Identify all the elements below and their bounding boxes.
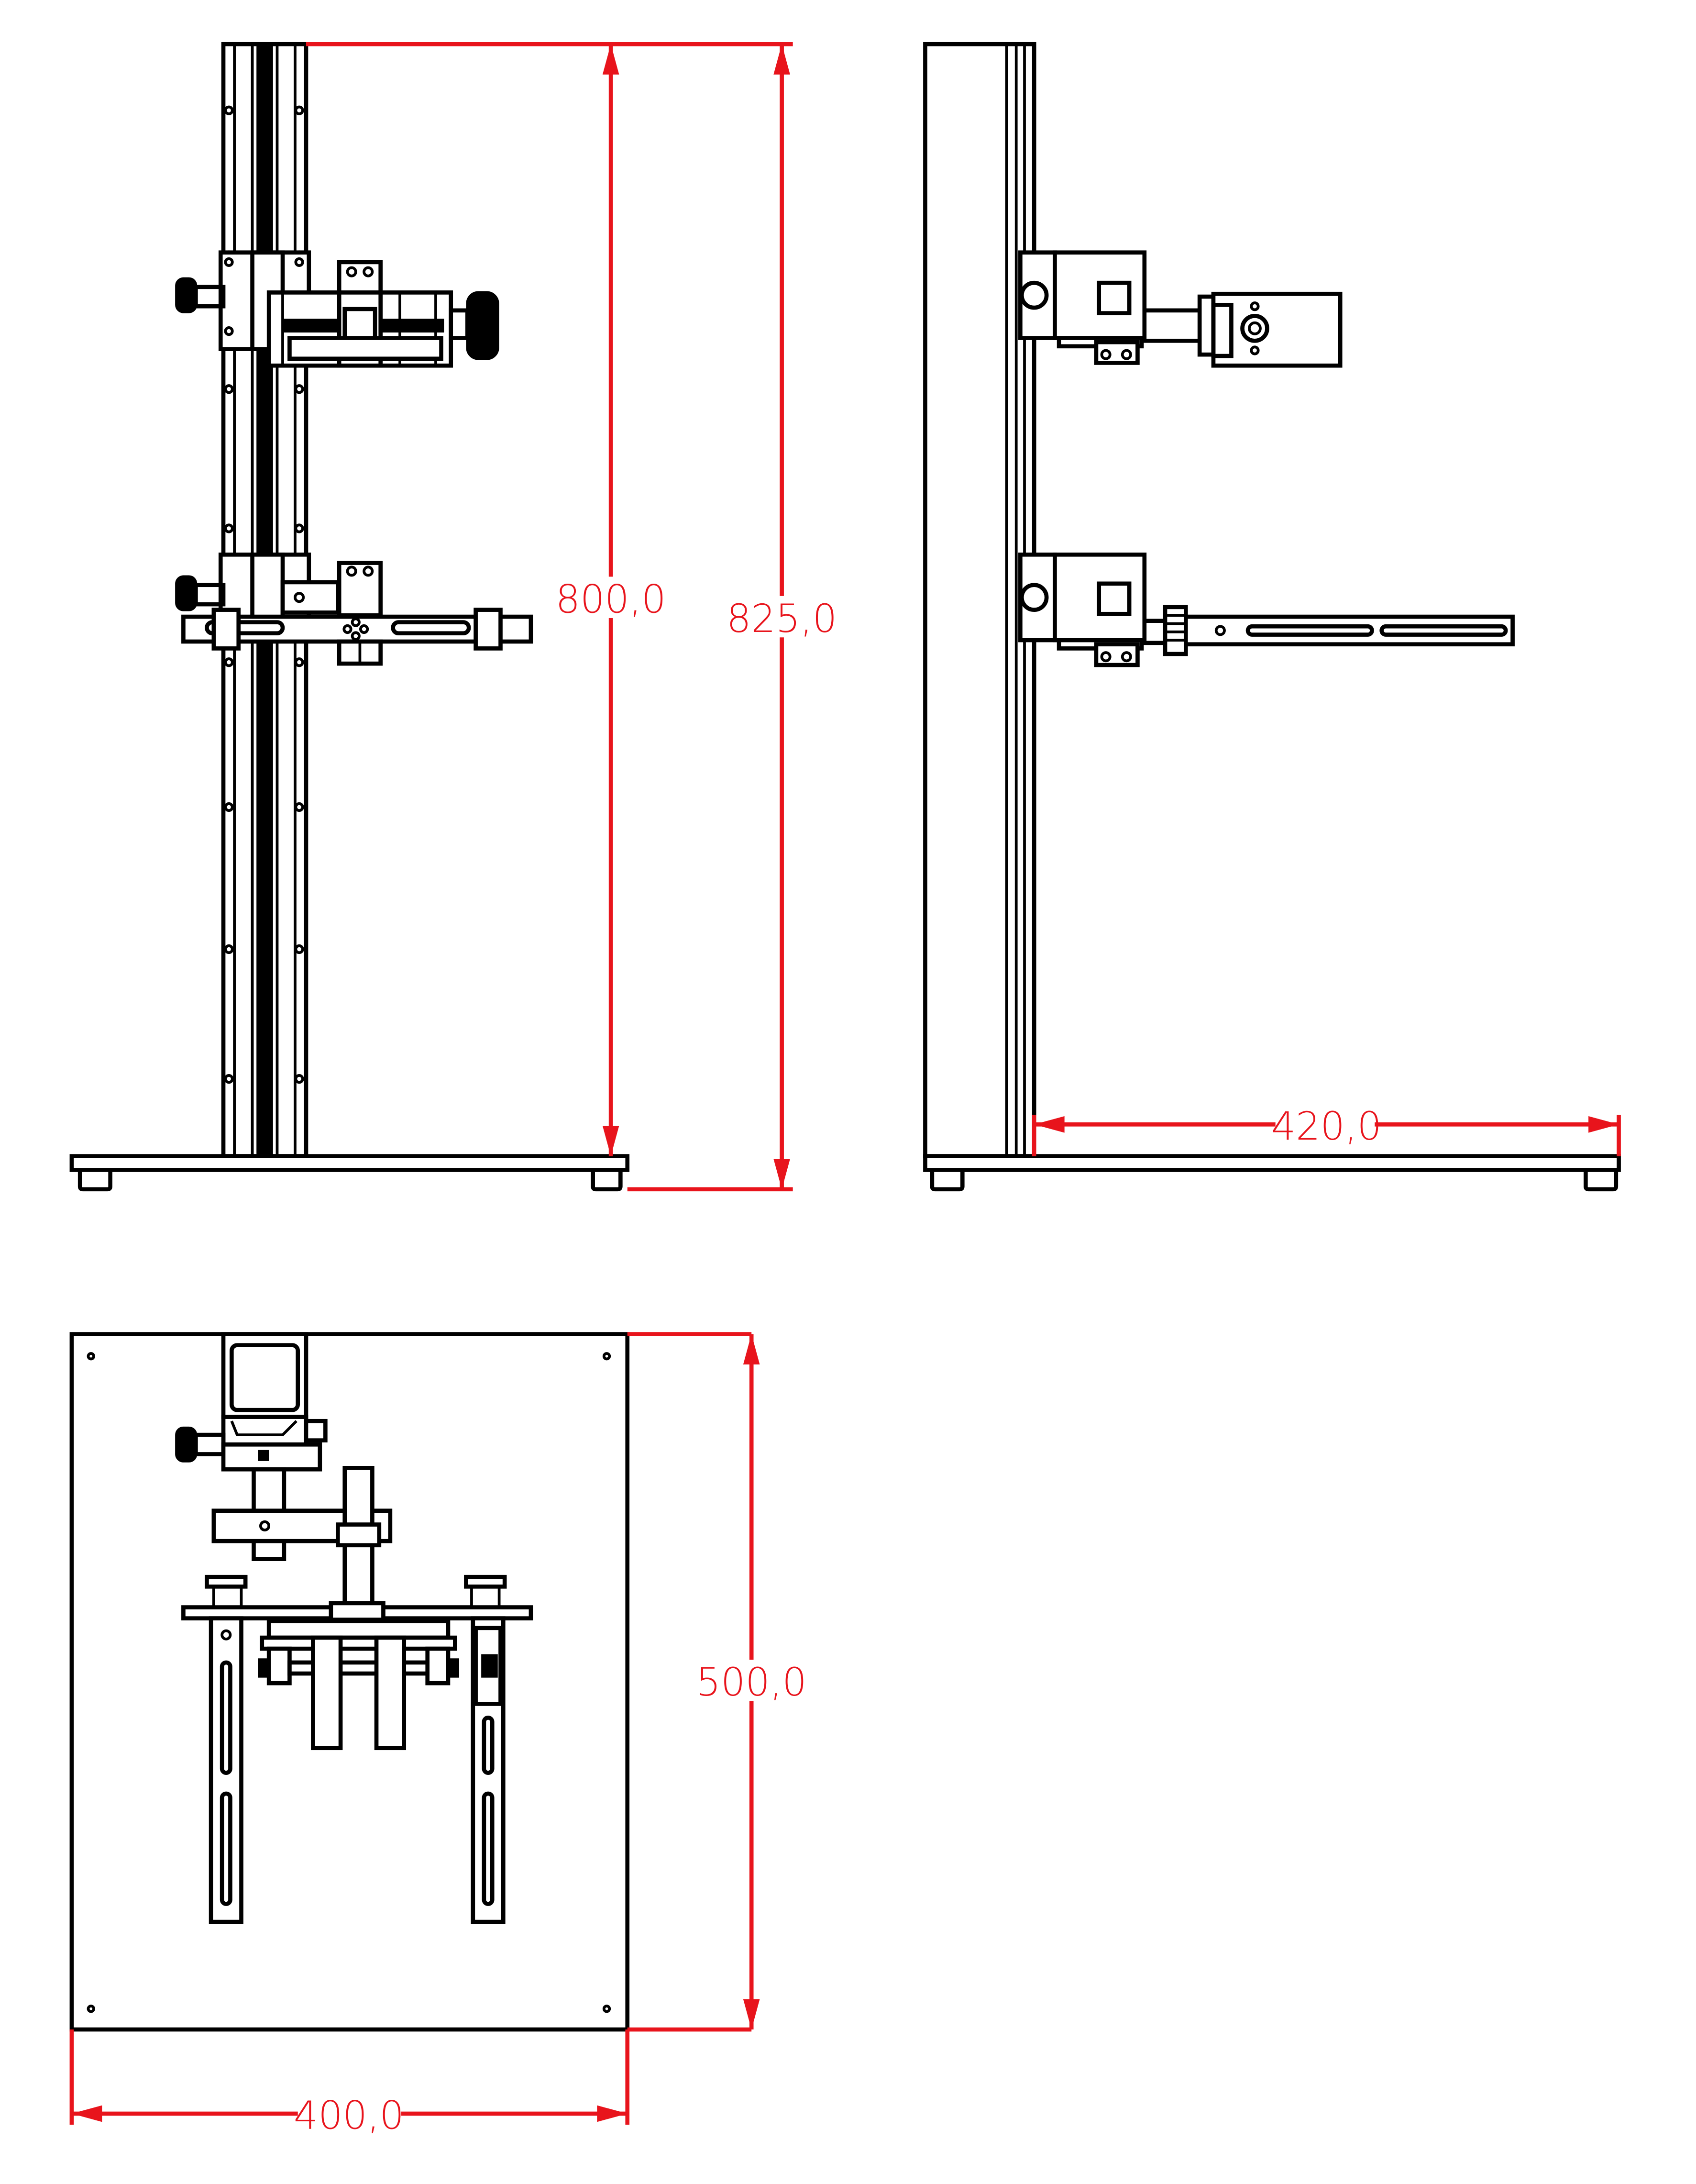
- dim-label-base-width: 400,0: [294, 2094, 404, 2139]
- side-upper-head: [1211, 291, 1343, 368]
- front-upper-carriage: [175, 250, 499, 368]
- upper-knob-left: [175, 277, 198, 313]
- side-view: [923, 42, 1621, 1192]
- dim-label-rail-height: 800,0: [556, 577, 666, 622]
- side-lower-clamp: [1018, 552, 1515, 667]
- side-horizontal-arm: [1183, 614, 1515, 647]
- front-dimensions: 800,0 825,0: [306, 42, 837, 1192]
- top-column-section: [175, 1332, 328, 1472]
- top-base-plate: [69, 1332, 630, 2032]
- side-upper-clamp: [1018, 250, 1343, 368]
- side-column: [923, 42, 1036, 1158]
- top-view: [69, 1332, 630, 2032]
- side-foot-right: [1584, 1170, 1619, 1192]
- front-foot-right: [591, 1170, 623, 1192]
- top-left-slotted-leg: [209, 1616, 243, 1924]
- dim-label-base-depth: 500,0: [696, 1660, 807, 1705]
- upper-knob-right: [466, 291, 499, 360]
- side-dimensions: 420,0: [1032, 1104, 1621, 1156]
- top-knob-left: [175, 1426, 198, 1463]
- dim-label-total-height: 825,0: [727, 597, 837, 642]
- top-lower-arm: [181, 1574, 533, 1924]
- front-base-plate: [69, 1154, 630, 1172]
- dim-label-side-depth: 420,0: [1271, 1104, 1382, 1149]
- lower-knob-left: [175, 575, 198, 611]
- side-foot-left: [930, 1170, 965, 1192]
- top-dimensions: 500,0 400,0: [69, 1332, 807, 2139]
- top-upper-arm: [211, 1466, 393, 1609]
- front-view: [69, 42, 630, 1192]
- front-lower-carriage: [175, 552, 533, 666]
- side-base-plate: [923, 1154, 1621, 1172]
- front-foot-left: [77, 1170, 112, 1192]
